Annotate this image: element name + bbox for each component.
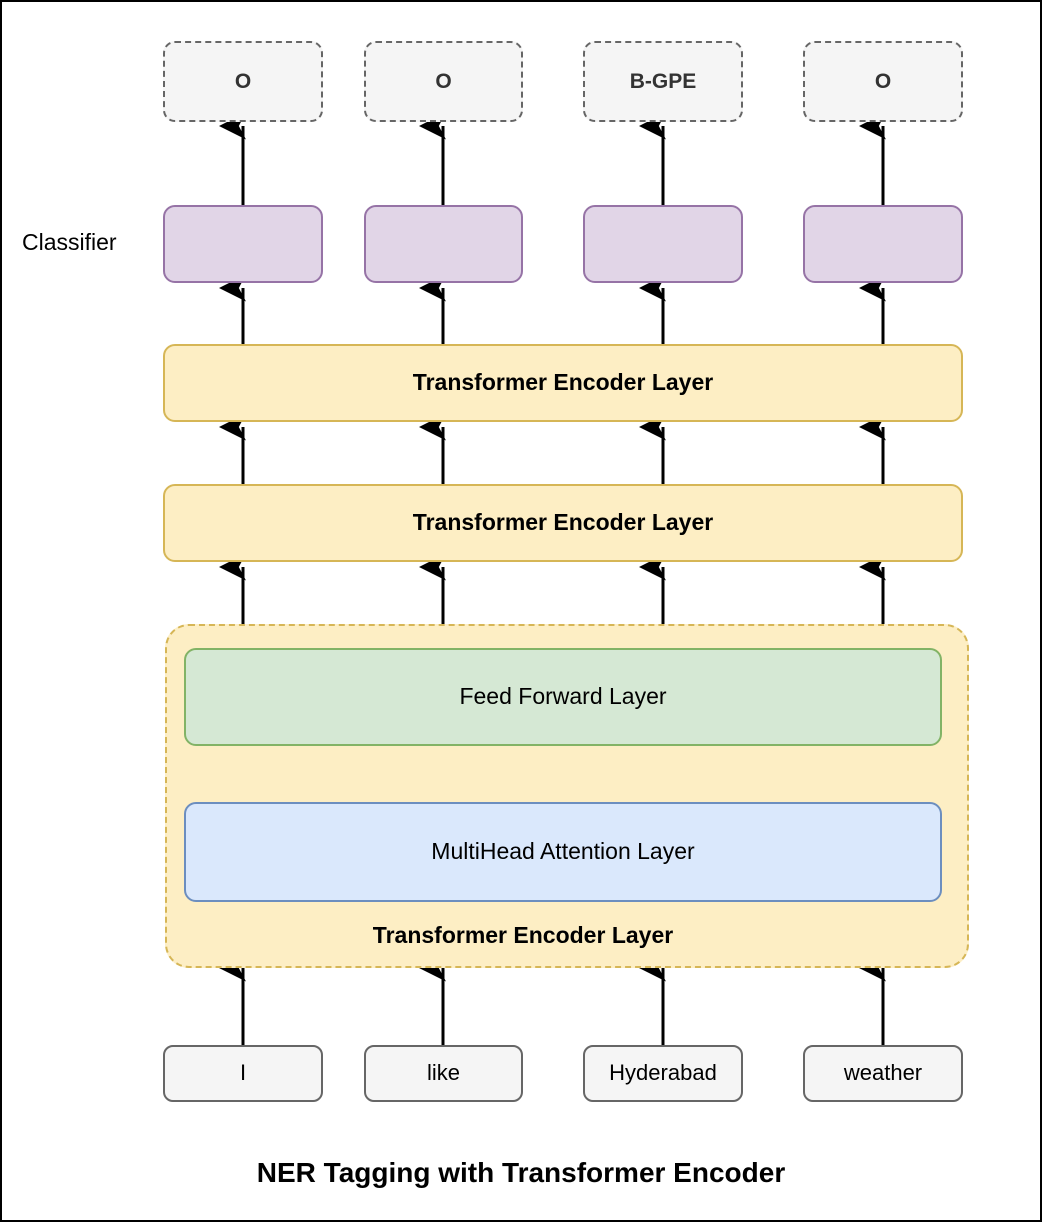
output-tag-box-1[interactable]: O (163, 41, 323, 122)
multihead-attention-layer[interactable]: MultiHead Attention Layer (184, 802, 942, 902)
output-tag-box-4[interactable]: O (803, 41, 963, 122)
input-token-label: like (426, 1060, 460, 1086)
input-token-box-3[interactable]: Hyderabad (583, 1045, 743, 1102)
attention-label: MultiHead Attention Layer (431, 838, 695, 865)
feed-forward-layer[interactable]: Feed Forward Layer (184, 648, 942, 746)
output-tag-box-3[interactable]: B-GPE (583, 41, 743, 122)
output-tag-label: B-GPE (629, 69, 697, 93)
input-token-label: Hyderabad (609, 1060, 717, 1086)
classifier-box-1[interactable] (163, 205, 323, 283)
feed-forward-label: Feed Forward Layer (459, 683, 667, 710)
input-token-box-4[interactable]: weather (803, 1045, 963, 1102)
input-token-box-2[interactable]: like (364, 1045, 523, 1102)
classifier-box-2[interactable] (364, 205, 523, 283)
figure-caption: NER Tagging with Transformer Encoder (256, 1157, 786, 1188)
output-tag-label: O (234, 69, 252, 93)
input-token-label: weather (843, 1060, 923, 1086)
encoder-label: Transformer Encoder Layer (412, 369, 714, 396)
classifier-box-4[interactable] (803, 205, 963, 283)
classifier-box-3[interactable] (583, 205, 743, 283)
input-token-box-1[interactable]: I (163, 1045, 323, 1102)
expanded-encoder-label: Transformer Encoder Layer (372, 922, 674, 948)
output-tag-box-2[interactable]: O (364, 41, 523, 122)
input-token-label: I (239, 1060, 247, 1086)
output-tag-label: O (874, 69, 892, 93)
classifier-row-label: Classifier (22, 229, 117, 255)
output-tag-label: O (435, 69, 452, 93)
transformer-encoder-layer-top[interactable]: Transformer Encoder Layer (163, 344, 963, 422)
encoder-label: Transformer Encoder Layer (412, 509, 714, 536)
transformer-encoder-layer-mid[interactable]: Transformer Encoder Layer (163, 484, 963, 562)
